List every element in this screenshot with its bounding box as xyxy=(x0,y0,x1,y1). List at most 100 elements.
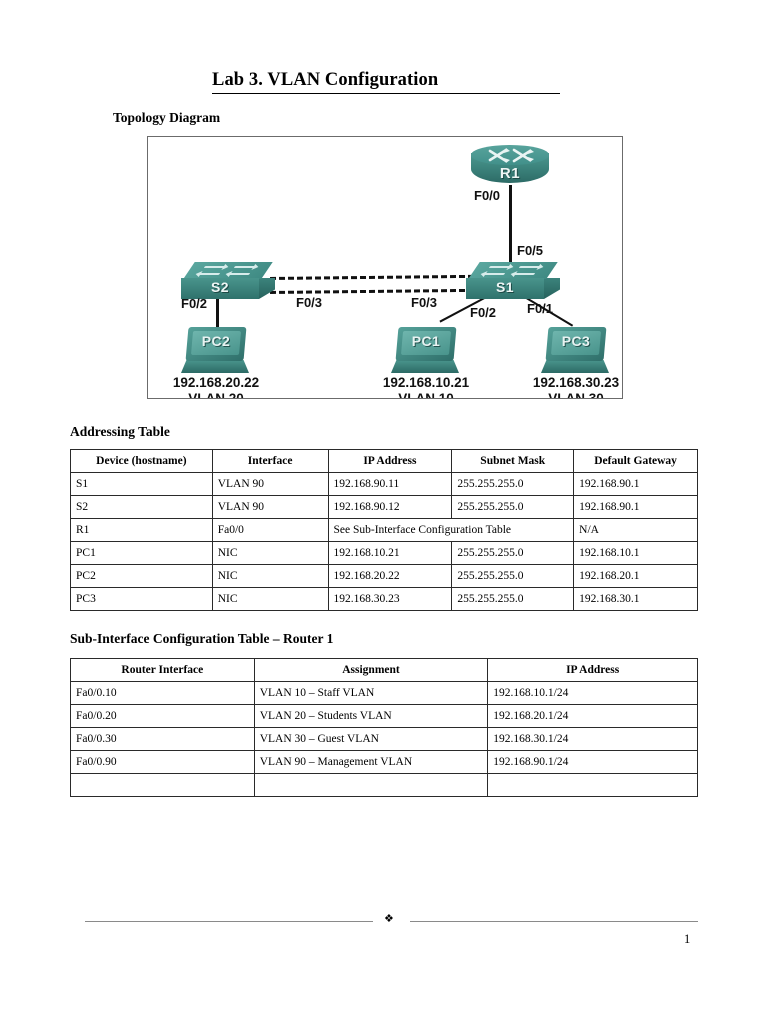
footer-rule-right xyxy=(410,921,698,922)
device-label-r1: R1 xyxy=(499,165,521,182)
endpoint-address-pc2: 192.168.20.22 xyxy=(172,375,260,390)
cell-ip: 192.168.90.1/24 xyxy=(487,750,698,774)
cell-router-interface xyxy=(70,773,255,797)
cell-assignment: VLAN 20 – Students VLAN xyxy=(253,704,489,728)
cell-gateway: 192.168.90.1 xyxy=(573,472,698,496)
cell-device: S2 xyxy=(70,495,213,519)
device-pc1[interactable]: PC1 xyxy=(391,327,475,383)
interface-label-s1-f01: F0/1 xyxy=(527,301,554,316)
col-header-router-interface: Router Interface xyxy=(70,658,255,682)
device-label-s2: S2 xyxy=(210,279,230,295)
addressing-table: Device (hostname) Interface IP Address S… xyxy=(70,449,698,611)
cell-mask: 255.255.255.0 xyxy=(451,564,575,588)
interface-label-s2-f03: F0/3 xyxy=(296,295,323,310)
cell-interface: VLAN 90 xyxy=(211,495,329,519)
cell-device: R1 xyxy=(70,518,213,542)
cell-router-interface: Fa0/0.30 xyxy=(70,727,255,751)
table-row: PC2 NIC 192.168.20.22 255.255.255.0 192.… xyxy=(70,564,698,588)
switch-arrows-icon xyxy=(195,264,259,277)
table-row: Fa0/0.30 VLAN 30 – Guest VLAN 192.168.30… xyxy=(70,727,698,751)
endpoint-vlan-pc3: VLAN 30 xyxy=(548,391,604,399)
switch-side xyxy=(259,278,275,299)
cell-assignment: VLAN 10 – Staff VLAN xyxy=(253,681,489,705)
cell-gateway: 192.168.30.1 xyxy=(573,587,698,611)
cell-interface: Fa0/0 xyxy=(211,518,329,542)
col-header-ip: IP Address xyxy=(327,449,453,473)
trunk-link-lower xyxy=(270,288,493,294)
interface-label-s1-f03: F0/3 xyxy=(411,295,438,310)
page-title: Lab 3. VLAN Configuration xyxy=(212,70,439,90)
switch-front xyxy=(466,278,544,299)
page-number: 1 xyxy=(684,932,691,946)
cell-mask: 255.255.255.0 xyxy=(451,495,575,519)
topology-diagram: R1 S1 xyxy=(147,136,623,399)
cable-r1-to-s1 xyxy=(509,185,512,270)
device-r1[interactable]: R1 xyxy=(471,145,557,188)
device-label-pc2: PC2 xyxy=(201,333,231,349)
table-row: Fa0/0.10 VLAN 10 – Staff VLAN 192.168.10… xyxy=(70,681,698,705)
trunk-link-upper xyxy=(270,274,493,280)
table-row: S1 VLAN 90 192.168.90.11 255.255.255.0 1… xyxy=(70,472,698,496)
cell-router-interface: Fa0/0.20 xyxy=(70,704,255,728)
device-s2[interactable]: S2 xyxy=(181,262,285,304)
router-arrows-icon xyxy=(488,148,534,163)
col-header-ip: IP Address xyxy=(487,658,698,682)
cable-s2-to-pc2 xyxy=(216,295,219,331)
endpoint-vlan-pc1: VLAN 10 xyxy=(398,391,454,399)
table-row xyxy=(70,773,698,797)
cell-assignment: VLAN 90 – Management VLAN xyxy=(253,750,489,774)
cell-interface: NIC xyxy=(211,541,329,565)
cell-mask: 255.255.255.0 xyxy=(451,587,575,611)
footer-ornament-icon: ❖ xyxy=(384,913,394,925)
cell-gateway: 192.168.20.1 xyxy=(573,564,698,588)
cell-device: PC2 xyxy=(70,564,213,588)
pc-base xyxy=(391,360,459,373)
cell-router-interface: Fa0/0.10 xyxy=(70,681,255,705)
cell-device: PC1 xyxy=(70,541,213,565)
device-label-pc3: PC3 xyxy=(561,333,591,349)
device-s1[interactable]: S1 xyxy=(466,262,570,304)
cell-ip xyxy=(487,773,698,797)
cell-interface: NIC xyxy=(211,564,329,588)
endpoint-address-pc3: 192.168.30.23 xyxy=(532,375,620,390)
interface-label-s2-f02: F0/2 xyxy=(181,296,208,311)
endpoint-address-pc1: 192.168.10.21 xyxy=(382,375,470,390)
cell-router-interface: Fa0/0.90 xyxy=(70,750,255,774)
topology-heading: Topology Diagram xyxy=(113,110,221,125)
subinterface-table-heading: Sub-Interface Configuration Table – Rout… xyxy=(70,631,334,646)
table-row: PC1 NIC 192.168.10.21 255.255.255.0 192.… xyxy=(70,541,698,565)
col-header-device: Device (hostname) xyxy=(70,449,213,473)
device-pc2[interactable]: PC2 xyxy=(181,327,265,383)
cell-ip: 192.168.30.1/24 xyxy=(487,727,698,751)
cell-ip: 192.168.10.1/24 xyxy=(487,681,698,705)
endpoint-vlan-pc2: VLAN 20 xyxy=(188,391,244,399)
cell-interface: VLAN 90 xyxy=(211,472,329,496)
cell-ip-merged: See Sub-Interface Configuration Table xyxy=(327,518,575,542)
device-pc3[interactable]: PC3 xyxy=(541,327,622,383)
pc-base xyxy=(181,360,249,373)
table-row: Fa0/0.20 VLAN 20 – Students VLAN 192.168… xyxy=(70,704,698,728)
footer-rule-left xyxy=(85,921,373,922)
col-header-interface: Interface xyxy=(211,449,329,473)
table-header-row: Device (hostname) Interface IP Address S… xyxy=(70,449,698,473)
switch-side xyxy=(544,278,560,299)
subinterface-table: Router Interface Assignment IP Address F… xyxy=(70,658,698,797)
switch-front xyxy=(181,278,259,299)
cell-interface: NIC xyxy=(211,587,329,611)
device-label-pc1: PC1 xyxy=(411,333,441,349)
title-underline xyxy=(212,93,560,95)
cell-gateway: N/A xyxy=(573,518,698,542)
cell-ip: 192.168.90.12 xyxy=(327,495,453,519)
cell-ip: 192.168.20.22 xyxy=(327,564,453,588)
switch-arrows-icon xyxy=(480,264,544,277)
table-header-row: Router Interface Assignment IP Address xyxy=(70,658,698,682)
cell-ip: 192.168.90.11 xyxy=(327,472,453,496)
interface-label-s1-f02: F0/2 xyxy=(470,305,497,320)
table-row: S2 VLAN 90 192.168.90.12 255.255.255.0 1… xyxy=(70,495,698,519)
cell-ip: 192.168.20.1/24 xyxy=(487,704,698,728)
table-row: PC3 NIC 192.168.30.23 255.255.255.0 192.… xyxy=(70,587,698,611)
cell-gateway: 192.168.10.1 xyxy=(573,541,698,565)
cell-ip: 192.168.10.21 xyxy=(327,541,453,565)
interface-label-r1-f00: F0/0 xyxy=(474,188,501,203)
col-header-gateway: Default Gateway xyxy=(573,449,698,473)
